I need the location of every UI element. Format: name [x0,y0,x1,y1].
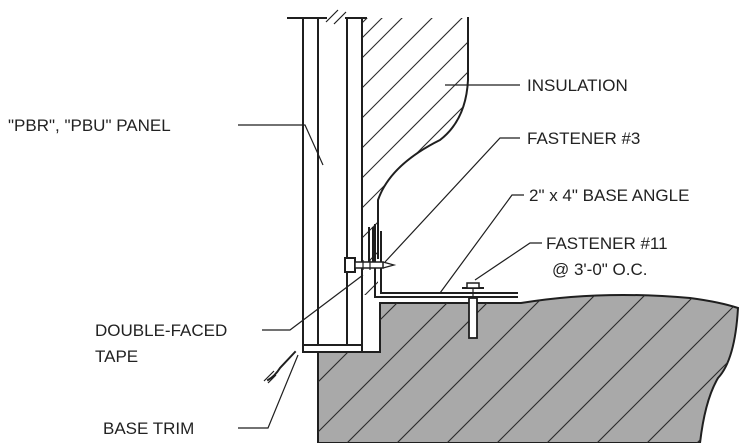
base-trim [263,344,363,384]
fastener-3 [344,257,397,273]
label-insulation: INSULATION [527,76,628,95]
concrete-hatch [318,294,738,443]
label-base-trim: BASE TRIM [103,419,194,438]
insulation-blanket [362,17,469,295]
wall-panel [287,9,374,346]
concrete-foundation [317,293,740,443]
label-fastener-11-line2: @ 3'-0" O.C. [552,260,648,279]
leader-lines [238,84,542,429]
base-angle [374,224,518,298]
label-base-angle: 2" x 4" BASE ANGLE [529,186,689,205]
label-fastener-3: FASTENER #3 [527,129,640,148]
label-tape-line1: DOUBLE-FACED [95,321,227,340]
fastener-11-anchor [462,282,484,339]
label-panel: "PBR", "PBU" PANEL [8,116,171,135]
label-fastener-11-line1: FASTENER #11 [546,234,668,253]
label-tape-line2: TAPE [95,347,138,366]
